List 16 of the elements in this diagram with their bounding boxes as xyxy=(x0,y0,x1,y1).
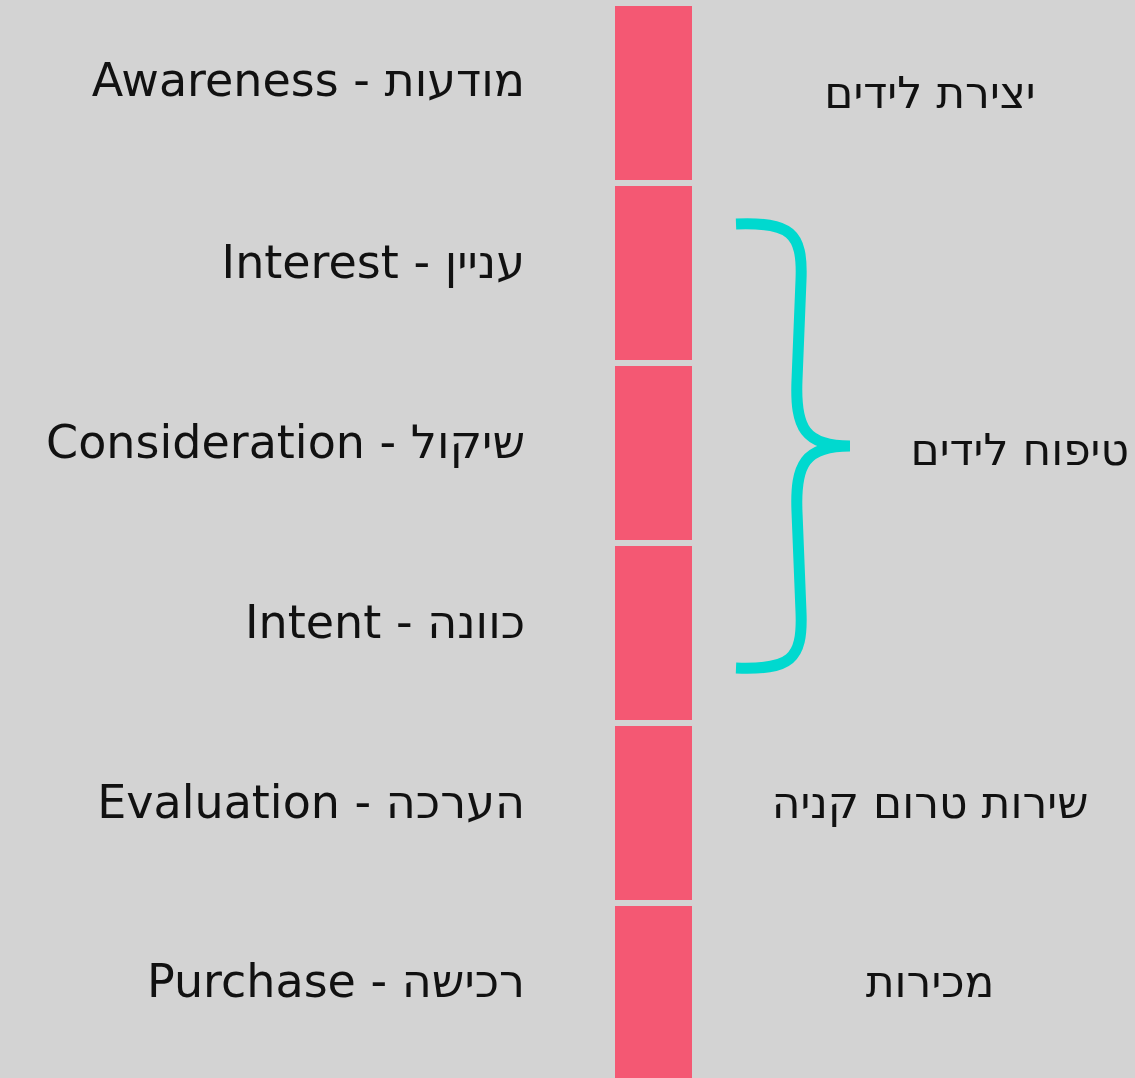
funnel-stage-bar xyxy=(615,186,692,360)
funnel-stage-bar xyxy=(615,906,692,1078)
funnel-stage-bar xyxy=(615,366,692,540)
team-label: טיפוח לידים xyxy=(910,424,1129,477)
funnel-stage-bar xyxy=(615,726,692,900)
funnel-stage-bar xyxy=(615,6,692,180)
team-label: מכירות xyxy=(865,956,995,1009)
stage-label: Consideration - שיקול xyxy=(46,415,525,471)
stage-label: Awareness - מודעות xyxy=(91,53,525,109)
stage-label: Purchase - רכישה xyxy=(147,954,525,1010)
team-label: שירות טרום קניה xyxy=(771,777,1089,830)
stage-label: Interest - עניין xyxy=(221,235,525,291)
funnel-stage-bar xyxy=(615,546,692,720)
stage-label: Evaluation - הערכה xyxy=(97,775,525,831)
stage-label: Intent - כוונה xyxy=(245,595,525,651)
team-label: יצירת לידים xyxy=(824,67,1036,120)
